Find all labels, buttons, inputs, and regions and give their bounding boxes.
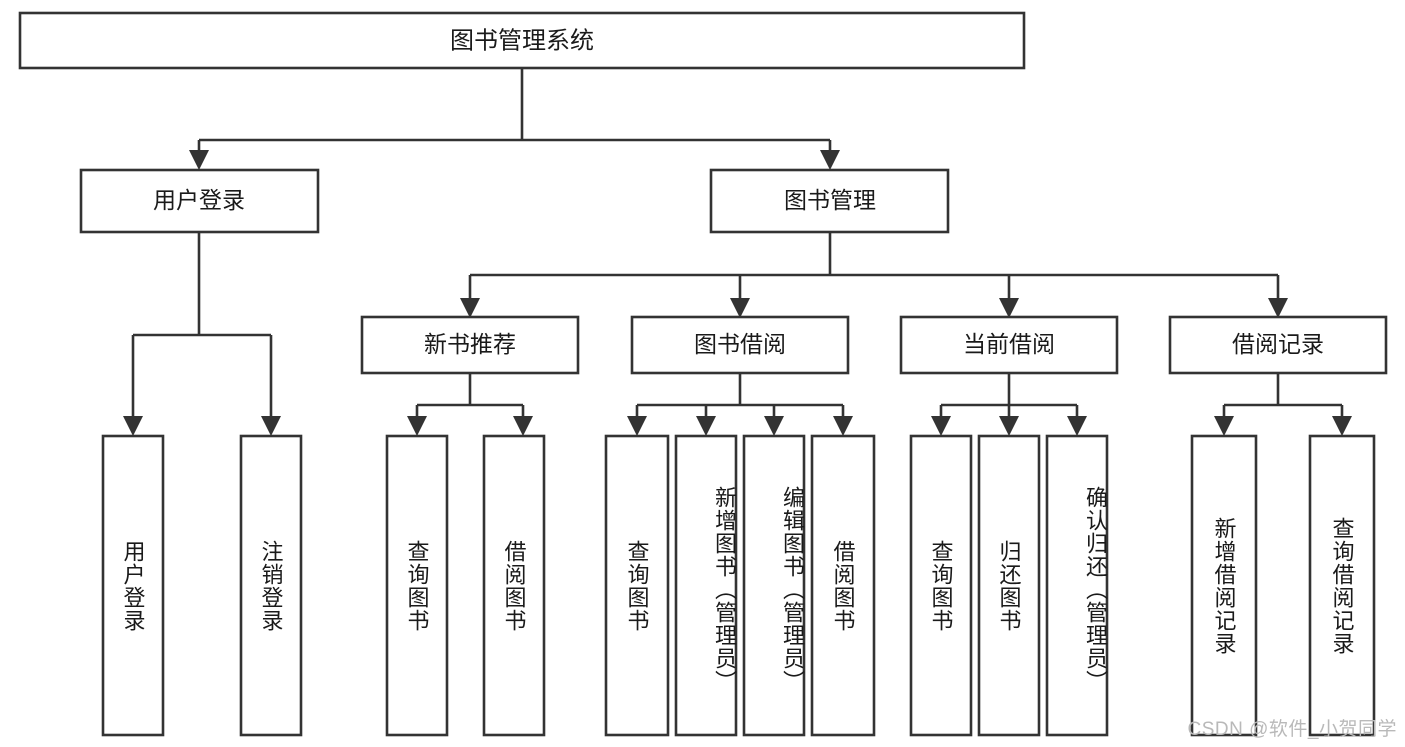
leaf-box-new-book-0[interactable] [385, 434, 449, 737]
csdn-watermark: CSDN @软件_小贺同学 [1187, 719, 1397, 740]
node-book-borrow-label: 图书借阅 [694, 331, 786, 357]
leaf-box-borrow-record-1[interactable] [1308, 434, 1376, 737]
leaf-box-user-login-0[interactable] [101, 434, 165, 737]
connector-bookmgmt-to-level3 [460, 232, 1288, 318]
connector-newbook-to-leaves [407, 373, 533, 436]
leaf-box-current-borrow-0[interactable] [909, 434, 973, 737]
node-current-borrow[interactable]: 当前借阅 [899, 315, 1119, 375]
leaf-box-current-borrow-2[interactable] [1045, 434, 1109, 737]
leaf-box-book-borrow-2[interactable] [742, 434, 806, 737]
node-user-login-label: 用户登录 [153, 187, 245, 213]
connector-userlogin-to-leaves [123, 232, 281, 436]
node-new-book-recommend-label: 新书推荐 [424, 331, 516, 357]
leaf-box-book-borrow-1[interactable] [674, 434, 738, 737]
node-borrow-record[interactable]: 借阅记录 [1168, 315, 1388, 375]
leaf-box-user-login-1[interactable] [239, 434, 303, 737]
node-book-borrow[interactable]: 图书借阅 [630, 315, 850, 375]
leaf-box-book-borrow-3[interactable] [810, 434, 876, 737]
node-borrow-record-label: 借阅记录 [1232, 331, 1324, 357]
connector-borrowrecord-to-leaves [1214, 373, 1352, 436]
connector-root-to-level2 [189, 68, 840, 170]
leaf-box-current-borrow-1[interactable] [977, 434, 1041, 737]
node-root-system[interactable]: 图书管理系统 [18, 11, 1026, 70]
node-user-login[interactable]: 用户登录 [79, 168, 320, 234]
leaf-box-new-book-1[interactable] [482, 434, 546, 737]
connector-bookborrow-to-leaves [627, 373, 853, 436]
node-book-management-label: 图书管理 [784, 187, 876, 213]
leaf-box-book-borrow-0[interactable] [604, 434, 670, 737]
node-book-management[interactable]: 图书管理 [709, 168, 950, 234]
node-new-book-recommend[interactable]: 新书推荐 [360, 315, 580, 375]
node-root-label: 图书管理系统 [450, 27, 594, 54]
leaf-box-borrow-record-0[interactable] [1190, 434, 1258, 737]
node-current-borrow-label: 当前借阅 [963, 331, 1055, 357]
connector-currentborrow-to-leaves [931, 373, 1087, 436]
